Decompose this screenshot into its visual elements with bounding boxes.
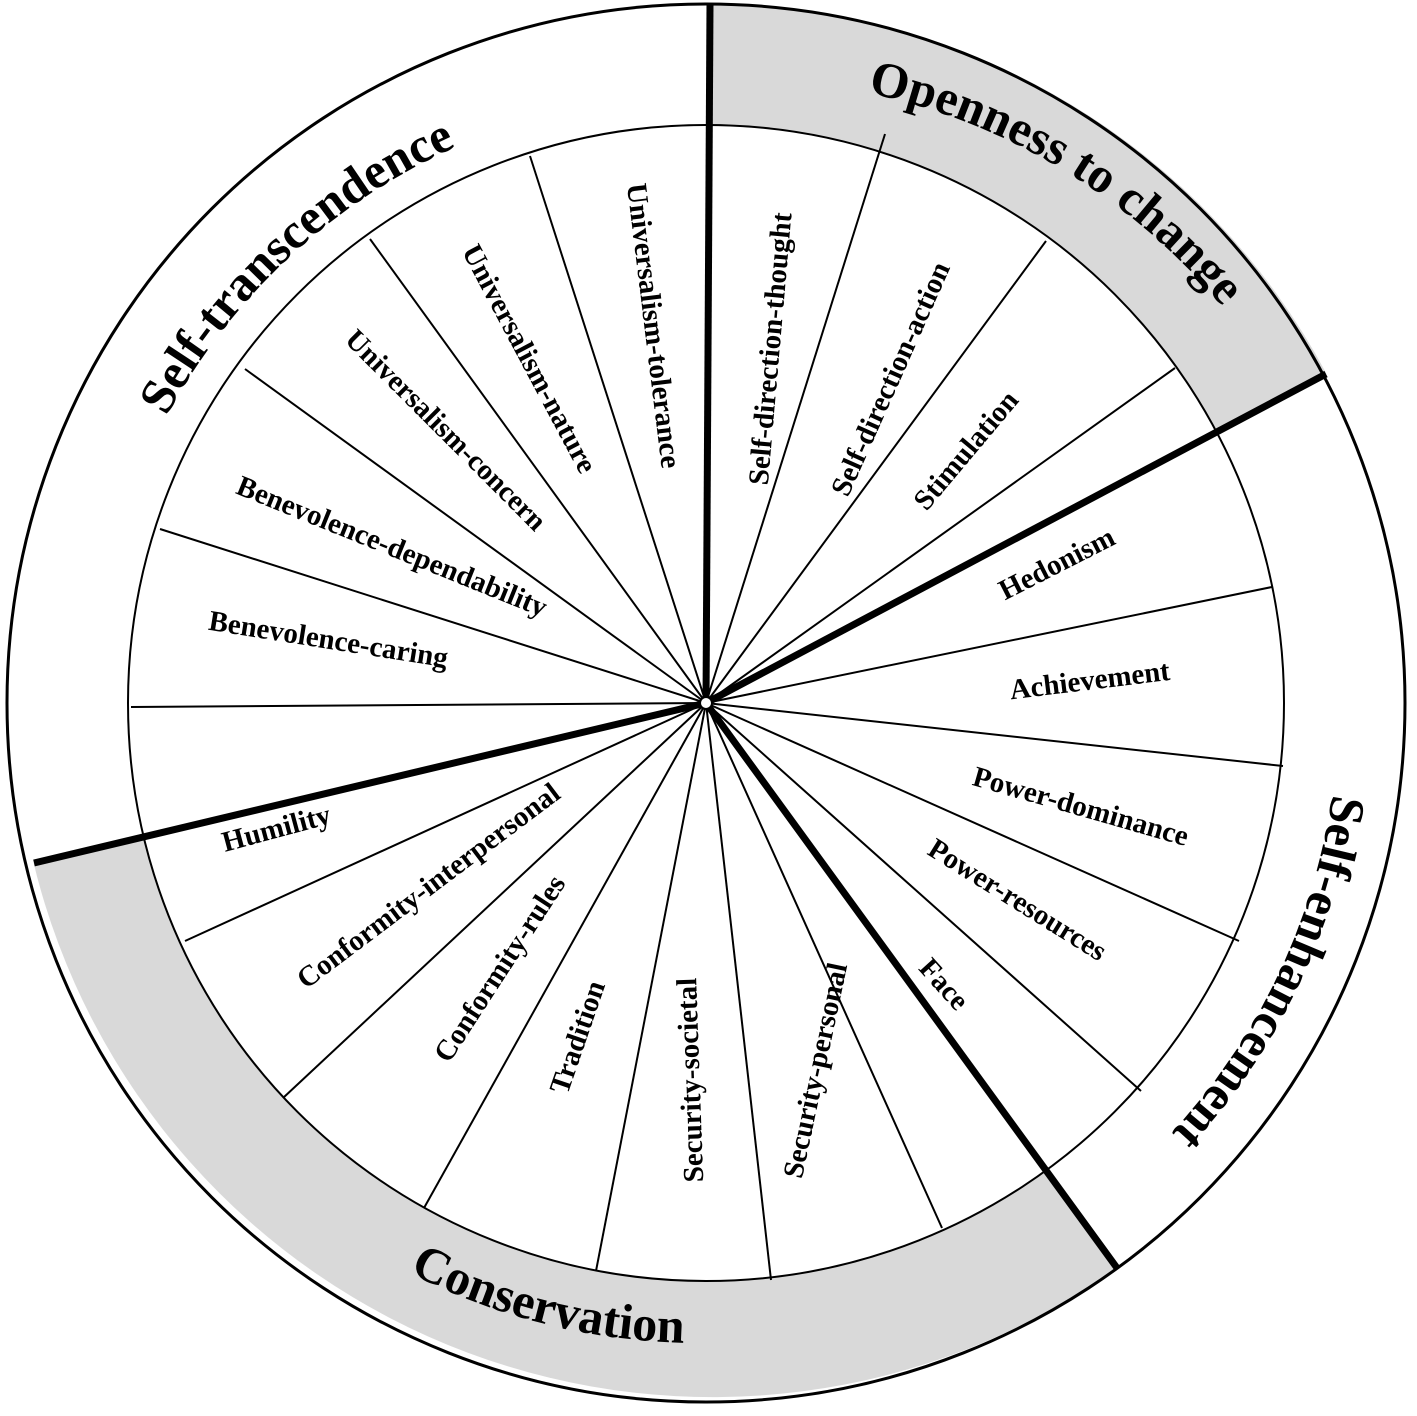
value-label-security-societal: Security-societal: [671, 977, 710, 1183]
higher-order-boundary: [703, 700, 1120, 1271]
outer-circle: [5, 2, 1407, 1404]
sector-divider: [705, 702, 943, 1229]
higher-order-boundary: [702, 3, 714, 704]
sector-divider: [705, 367, 1176, 704]
sector-divider: [705, 133, 886, 704]
sector-divider: [705, 702, 1142, 1092]
sector-divider: [595, 702, 707, 1272]
sector-divider: [423, 702, 707, 1209]
higher-order-boundary: [704, 370, 1328, 707]
sector-divider: [282, 702, 707, 1099]
sector-divider: [705, 586, 1273, 704]
ring-boundaries: [33, 3, 1328, 1271]
sector-divider: [184, 702, 707, 942]
sector-divider: [244, 368, 707, 704]
sector-divider: [705, 702, 1240, 942]
sector-divider: [529, 155, 707, 704]
sector-divider: [159, 528, 707, 704]
outer-ring: [5, 2, 1407, 1404]
center-hub: [699, 696, 713, 710]
sector-divider: [705, 240, 1047, 704]
sector-divider: [130, 702, 707, 708]
sector-divider: [705, 702, 772, 1281]
sector-divider: [369, 238, 707, 704]
higher-order-boundary: [33, 699, 707, 867]
sector-dividers: [130, 133, 1284, 1281]
sector-divider: [705, 702, 1284, 767]
